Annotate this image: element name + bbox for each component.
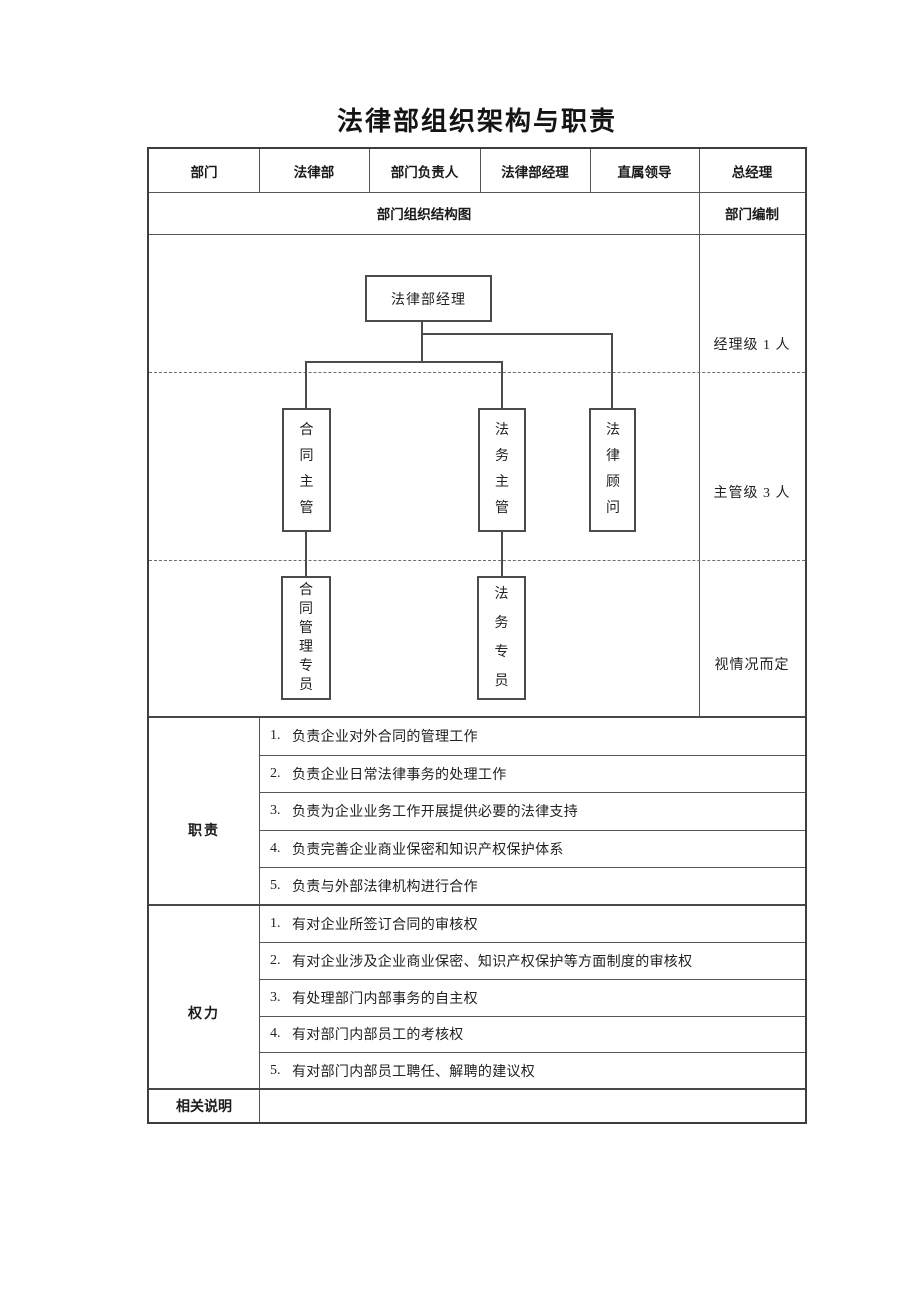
gridline-v3 bbox=[480, 149, 481, 192]
staffing-section-title: 部门编制 bbox=[725, 207, 779, 222]
header-cell-head-value: 法律部经理 bbox=[501, 164, 569, 180]
duty-item-5: 5. 负责与外部法律机构进行合作 bbox=[259, 867, 805, 905]
header-cell-leader-label: 直属领导 bbox=[617, 164, 672, 180]
org-connector-branch-left bbox=[305, 361, 503, 363]
power-item-3-text: 有处理部门内部事务的自主权 bbox=[292, 991, 478, 1007]
gridline-v2 bbox=[369, 149, 370, 192]
header-cell-head-label: 部门负责人 bbox=[390, 164, 459, 180]
power-item-5-text: 有对部门内部员工聘任、解聘的建议权 bbox=[292, 1064, 536, 1080]
staffing-specialist-level: 视情况而定 bbox=[714, 658, 790, 673]
gridline-v4 bbox=[590, 149, 591, 192]
powers-section-label: 权力 bbox=[188, 1007, 220, 1022]
gridline-power-r4 bbox=[259, 1052, 805, 1053]
duty-item-2-text: 负责企业日常法律事务的处理工作 bbox=[292, 767, 507, 783]
org-table: 部门 法律部 部门负责人 法律部经理 直属领导 总经理 部门组织结构图 部门编制 bbox=[147, 147, 807, 1124]
power-item-1-number: 1. bbox=[270, 915, 281, 931]
divider-notes-top bbox=[149, 1088, 805, 1090]
power-item-1: 1. 有对企业所签订合同的审核权 bbox=[259, 905, 805, 942]
duty-item-1-text: 负责企业对外合同的管理工作 bbox=[292, 730, 478, 745]
duty-item-3: 3. 负责为企业业务工作开展提供必要的法律支持 bbox=[259, 792, 805, 830]
org-box-legal-specialist: 法务专员 bbox=[477, 576, 526, 700]
org-chart-section-title: 部门组织结构图 bbox=[376, 207, 472, 222]
power-item-2-number: 2. bbox=[270, 952, 281, 968]
org-connector-legal-spec-down bbox=[501, 532, 503, 576]
gridline-v-label-col bbox=[259, 717, 260, 1122]
org-box-manager: 法律部经理 bbox=[365, 275, 492, 322]
power-item-3: 3. 有处理部门内部事务的自主权 bbox=[259, 979, 805, 1016]
gridline-duty-r3 bbox=[259, 830, 805, 831]
power-item-4-text: 有对部门内部员工的考核权 bbox=[292, 1028, 464, 1043]
gridline-v1 bbox=[259, 149, 260, 192]
org-box-contract-specialist: 合同管理专员 bbox=[281, 576, 331, 700]
duty-item-1-number: 1. bbox=[270, 728, 281, 743]
divider-powers-top bbox=[149, 904, 805, 906]
power-item-4: 4. 有对部门内部员工的考核权 bbox=[259, 1016, 805, 1052]
notes-section-label: 相关说明 bbox=[176, 1100, 232, 1115]
gridline-power-r2 bbox=[259, 979, 805, 980]
gridline-power-r3 bbox=[259, 1016, 805, 1017]
power-item-2-text: 有对企业涉及企业商业保密、知识产权保护等方面制度的审核权 bbox=[292, 954, 693, 970]
power-item-4-number: 4. bbox=[270, 1026, 281, 1041]
staffing-supervisor-level: 主管级 3 人 bbox=[713, 486, 791, 501]
duty-item-2: 2. 负责企业日常法律事务的处理工作 bbox=[259, 755, 805, 792]
header-cell-department-value: 法律部 bbox=[293, 164, 335, 180]
duty-item-3-number: 3. bbox=[270, 803, 281, 818]
org-box-contract-supervisor: 合同主管 bbox=[282, 408, 331, 532]
org-connector-contract-down bbox=[305, 361, 307, 408]
duty-item-3-text: 负责为企业业务工作开展提供必要的法律支持 bbox=[292, 805, 578, 820]
staffing-manager-level: 经理级 1 人 bbox=[713, 338, 791, 353]
divider-dashed-level1 bbox=[149, 372, 805, 373]
divider-dashed-level2 bbox=[149, 560, 805, 561]
gridline-v5 bbox=[699, 149, 700, 717]
gridline-duty-r2 bbox=[259, 792, 805, 793]
org-box-legal-counsel: 法律顾问 bbox=[589, 408, 636, 532]
gridline-power-r1 bbox=[259, 942, 805, 943]
org-connector-counsel-down bbox=[611, 333, 613, 408]
gridline-duty-r1 bbox=[259, 755, 805, 756]
power-item-3-number: 3. bbox=[270, 989, 281, 1005]
duty-item-4-number: 4. bbox=[270, 840, 281, 856]
power-item-1-text: 有对企业所签订合同的审核权 bbox=[292, 917, 478, 933]
duty-item-2-number: 2. bbox=[270, 765, 281, 781]
org-connector-legal-down bbox=[501, 361, 503, 408]
duty-item-1: 1. 负责企业对外合同的管理工作 bbox=[259, 717, 805, 755]
gridline-duty-r4 bbox=[259, 867, 805, 868]
header-cell-department-label: 部门 bbox=[190, 164, 218, 180]
power-item-5-number: 5. bbox=[270, 1062, 281, 1078]
divider-duties-top bbox=[149, 716, 805, 718]
duties-section-label: 职责 bbox=[188, 824, 220, 839]
org-connector-manager-down bbox=[421, 322, 423, 363]
org-connector-branch-right bbox=[421, 333, 613, 335]
org-connector-contract-spec-down bbox=[305, 532, 307, 576]
gridline-h-row2 bbox=[149, 234, 805, 235]
duty-item-5-number: 5. bbox=[270, 878, 281, 893]
duty-item-4: 4. 负责完善企业商业保密和知识产权保护体系 bbox=[259, 830, 805, 867]
notes-content bbox=[259, 1089, 805, 1122]
gridline-h-row1 bbox=[149, 192, 805, 193]
power-item-2: 2. 有对企业涉及企业商业保密、知识产权保护等方面制度的审核权 bbox=[259, 942, 805, 979]
duty-item-5-text: 负责与外部法律机构进行合作 bbox=[292, 880, 478, 895]
org-box-legal-supervisor: 法务主管 bbox=[478, 408, 526, 532]
header-cell-leader-value: 总经理 bbox=[731, 164, 773, 180]
page-title: 法律部组织架构与职责 bbox=[336, 106, 617, 136]
power-item-5: 5. 有对部门内部员工聘任、解聘的建议权 bbox=[259, 1052, 805, 1089]
duty-item-4-text: 负责完善企业商业保密和知识产权保护体系 bbox=[292, 842, 564, 858]
